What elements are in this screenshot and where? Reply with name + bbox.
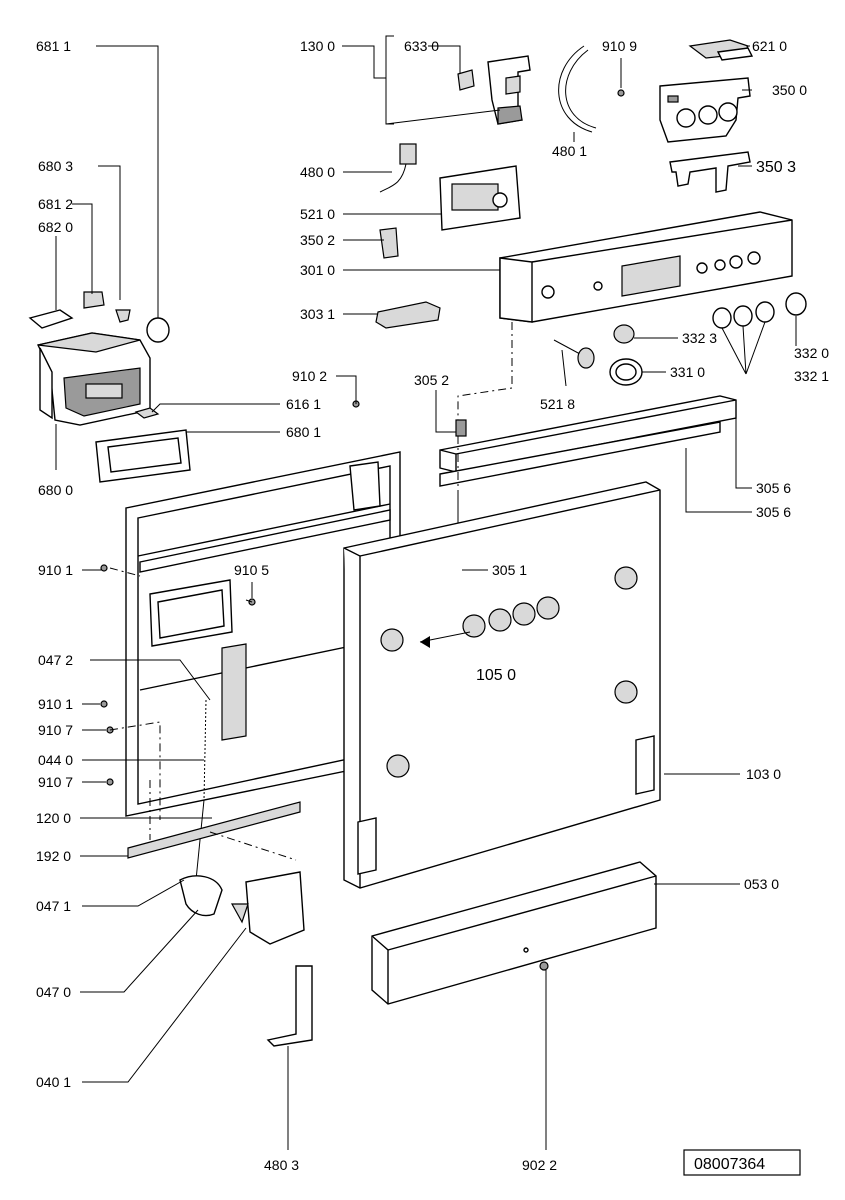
drawing-number-box: 08007364 (683, 1149, 801, 1176)
label-332-3: 332 3 (682, 330, 717, 346)
part-305-6-upper-rail (439, 395, 737, 473)
label-332-1: 332 1 (794, 368, 829, 384)
part-680-1-gasket (95, 429, 191, 483)
label-521-8: 521 8 (540, 396, 575, 412)
label-910-1a: 910 1 (38, 562, 73, 578)
label-103-0: 103 0 (746, 766, 781, 782)
part-680-0-dispenser (28, 291, 151, 426)
part-305-2-spacer (455, 419, 467, 437)
label-305-1: 305 1 (492, 562, 527, 578)
part-480-0-harness (379, 143, 417, 193)
label-192-0: 192 0 (36, 848, 71, 864)
label-682-0: 682 0 (38, 219, 73, 235)
inner-door-panel (125, 451, 401, 817)
label-910-7b: 910 7 (38, 774, 73, 790)
drawing-number: 08007364 (694, 1156, 765, 1173)
label-301-0: 301 0 (300, 262, 335, 278)
part-480-3-bracket (266, 965, 313, 1047)
label-047-1: 047 1 (36, 898, 71, 914)
part-616-1-clip (134, 407, 160, 419)
label-621-0: 621 0 (752, 38, 787, 54)
part-labels: 681 1 130 0 633 0 910 9 621 0 350 0 480 … (36, 38, 829, 1173)
label-680-0: 680 0 (38, 482, 73, 498)
leader-lines (55, 35, 797, 1150)
part-332-3-knob (613, 324, 635, 344)
outer-door-panel (343, 481, 661, 889)
part-633-0-lock (457, 55, 531, 125)
part-681-1-cap (146, 317, 170, 343)
label-040-1: 040 1 (36, 1074, 71, 1090)
part-331-0-button (609, 358, 643, 386)
part-332-0-knob (785, 292, 807, 316)
label-047-0: 047 0 (36, 984, 71, 1000)
part-305-6-lower-rail (439, 421, 721, 487)
label-120-0: 120 0 (36, 810, 71, 826)
part-332-1-knobs (712, 301, 775, 329)
label-680-3: 680 3 (38, 158, 73, 174)
label-681-1: 681 1 (36, 38, 71, 54)
label-521-0: 521 0 (300, 206, 335, 222)
part-621-0-connector (688, 39, 754, 61)
label-305-6a: 305 6 (756, 480, 791, 496)
part-521-0-pcb (439, 165, 521, 231)
label-480-1: 480 1 (552, 143, 587, 159)
part-350-3-bracket (669, 151, 751, 193)
label-910-2: 910 2 (292, 368, 327, 384)
part-350-0-board (659, 77, 751, 143)
part-044-0-spring (195, 699, 207, 881)
label-616-1: 616 1 (286, 396, 321, 412)
part-053-0-kick-plate (371, 861, 657, 1005)
part-192-0-rail (127, 801, 301, 859)
label-303-1: 303 1 (300, 306, 335, 322)
label-350-2: 350 2 (300, 232, 335, 248)
label-480-3: 480 3 (264, 1157, 299, 1173)
label-332-0: 332 0 (794, 345, 829, 361)
label-680-1: 680 1 (286, 424, 321, 440)
label-902-2: 902 2 (522, 1157, 557, 1173)
part-301-0-control-panel (499, 211, 793, 323)
label-910-1b: 910 1 (38, 696, 73, 712)
label-910-7a: 910 7 (38, 722, 73, 738)
part-910-screws (100, 400, 360, 786)
label-910-9: 910 9 (602, 38, 637, 54)
label-044-0: 044 0 (38, 752, 73, 768)
part-303-1-handle (375, 301, 441, 329)
label-105-0: 105 0 (476, 667, 516, 684)
assembly-lines (109, 322, 513, 861)
part-480-1-cable (558, 45, 597, 133)
label-910-5: 910 5 (234, 562, 269, 578)
label-305-2: 305 2 (414, 372, 449, 388)
label-331-0: 331 0 (670, 364, 705, 380)
part-910-9-screw (617, 89, 625, 97)
label-350-3: 350 3 (756, 159, 796, 176)
label-681-2: 681 2 (38, 196, 73, 212)
part-350-2-cover (379, 227, 399, 259)
label-350-0: 350 0 (772, 82, 807, 98)
part-047-hinge (179, 871, 305, 945)
label-053-0: 053 0 (744, 876, 779, 892)
label-480-0: 480 0 (300, 164, 335, 180)
label-305-6b: 305 6 (756, 504, 791, 520)
part-521-8-sensor (553, 339, 595, 369)
label-633-0: 633 0 (404, 38, 439, 54)
label-130-0: 130 0 (300, 38, 335, 54)
label-047-2: 047 2 (38, 652, 73, 668)
